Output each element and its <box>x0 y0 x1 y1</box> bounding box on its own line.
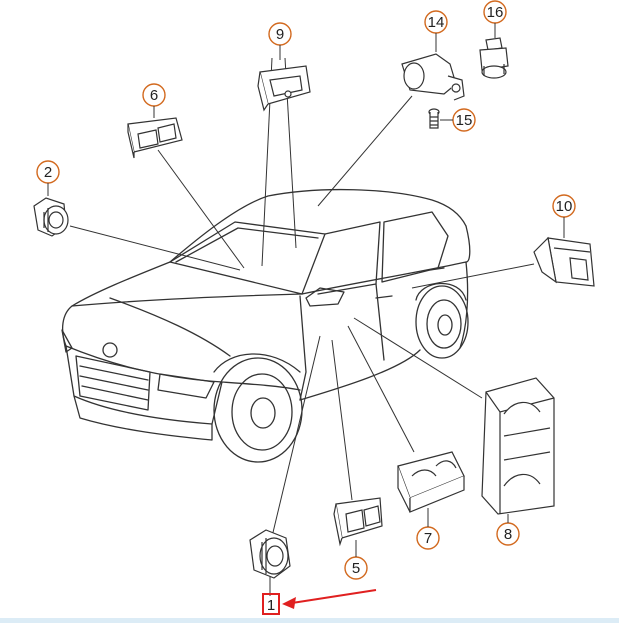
callout-8: 8 <box>496 514 520 546</box>
svg-text:7: 7 <box>424 530 432 547</box>
svg-text:9: 9 <box>276 26 284 43</box>
svg-text:5: 5 <box>352 560 360 577</box>
callout-6: 6 <box>142 83 166 118</box>
highlight-arrow <box>282 589 377 609</box>
part-6-switch-panel-icon <box>127 117 183 159</box>
part-5-switch-panel-icon <box>333 497 383 547</box>
svg-text:8: 8 <box>504 526 512 543</box>
callout-14: 14 <box>424 10 448 52</box>
callout-1: 1 <box>262 593 280 615</box>
part-2-rotary-knob-icon <box>33 197 69 237</box>
bottom-strip <box>0 618 619 623</box>
callout-10: 10 <box>552 194 576 238</box>
part-15-screw-icon <box>428 108 440 129</box>
leader-lines <box>69 57 535 596</box>
svg-text:2: 2 <box>44 164 52 181</box>
callout-7: 7 <box>416 508 440 550</box>
callout-5: 5 <box>344 540 368 580</box>
vehicle-outline <box>61 188 471 463</box>
svg-text:14: 14 <box>428 14 445 31</box>
part-9-switch-block-icon <box>257 65 311 112</box>
part-16-pressure-switch-icon <box>479 37 509 79</box>
svg-text:1: 1 <box>267 597 275 614</box>
part-10-switch-module-icon <box>533 236 595 287</box>
part-7-dual-switch-icon <box>397 451 465 513</box>
callout-2: 2 <box>36 160 60 196</box>
callout-9: 9 <box>268 22 292 60</box>
svg-text:15: 15 <box>456 112 473 129</box>
svg-text:16: 16 <box>487 4 504 21</box>
part-1-rotary-switch-icon <box>249 529 291 579</box>
part-8-window-switch-cluster-icon <box>481 377 555 515</box>
part-14-sensor-icon <box>401 53 465 101</box>
svg-text:6: 6 <box>150 87 158 104</box>
svg-text:10: 10 <box>556 198 573 215</box>
callout-15: 15 <box>440 108 476 132</box>
callout-16: 16 <box>483 0 507 38</box>
highlight-box <box>262 593 280 615</box>
